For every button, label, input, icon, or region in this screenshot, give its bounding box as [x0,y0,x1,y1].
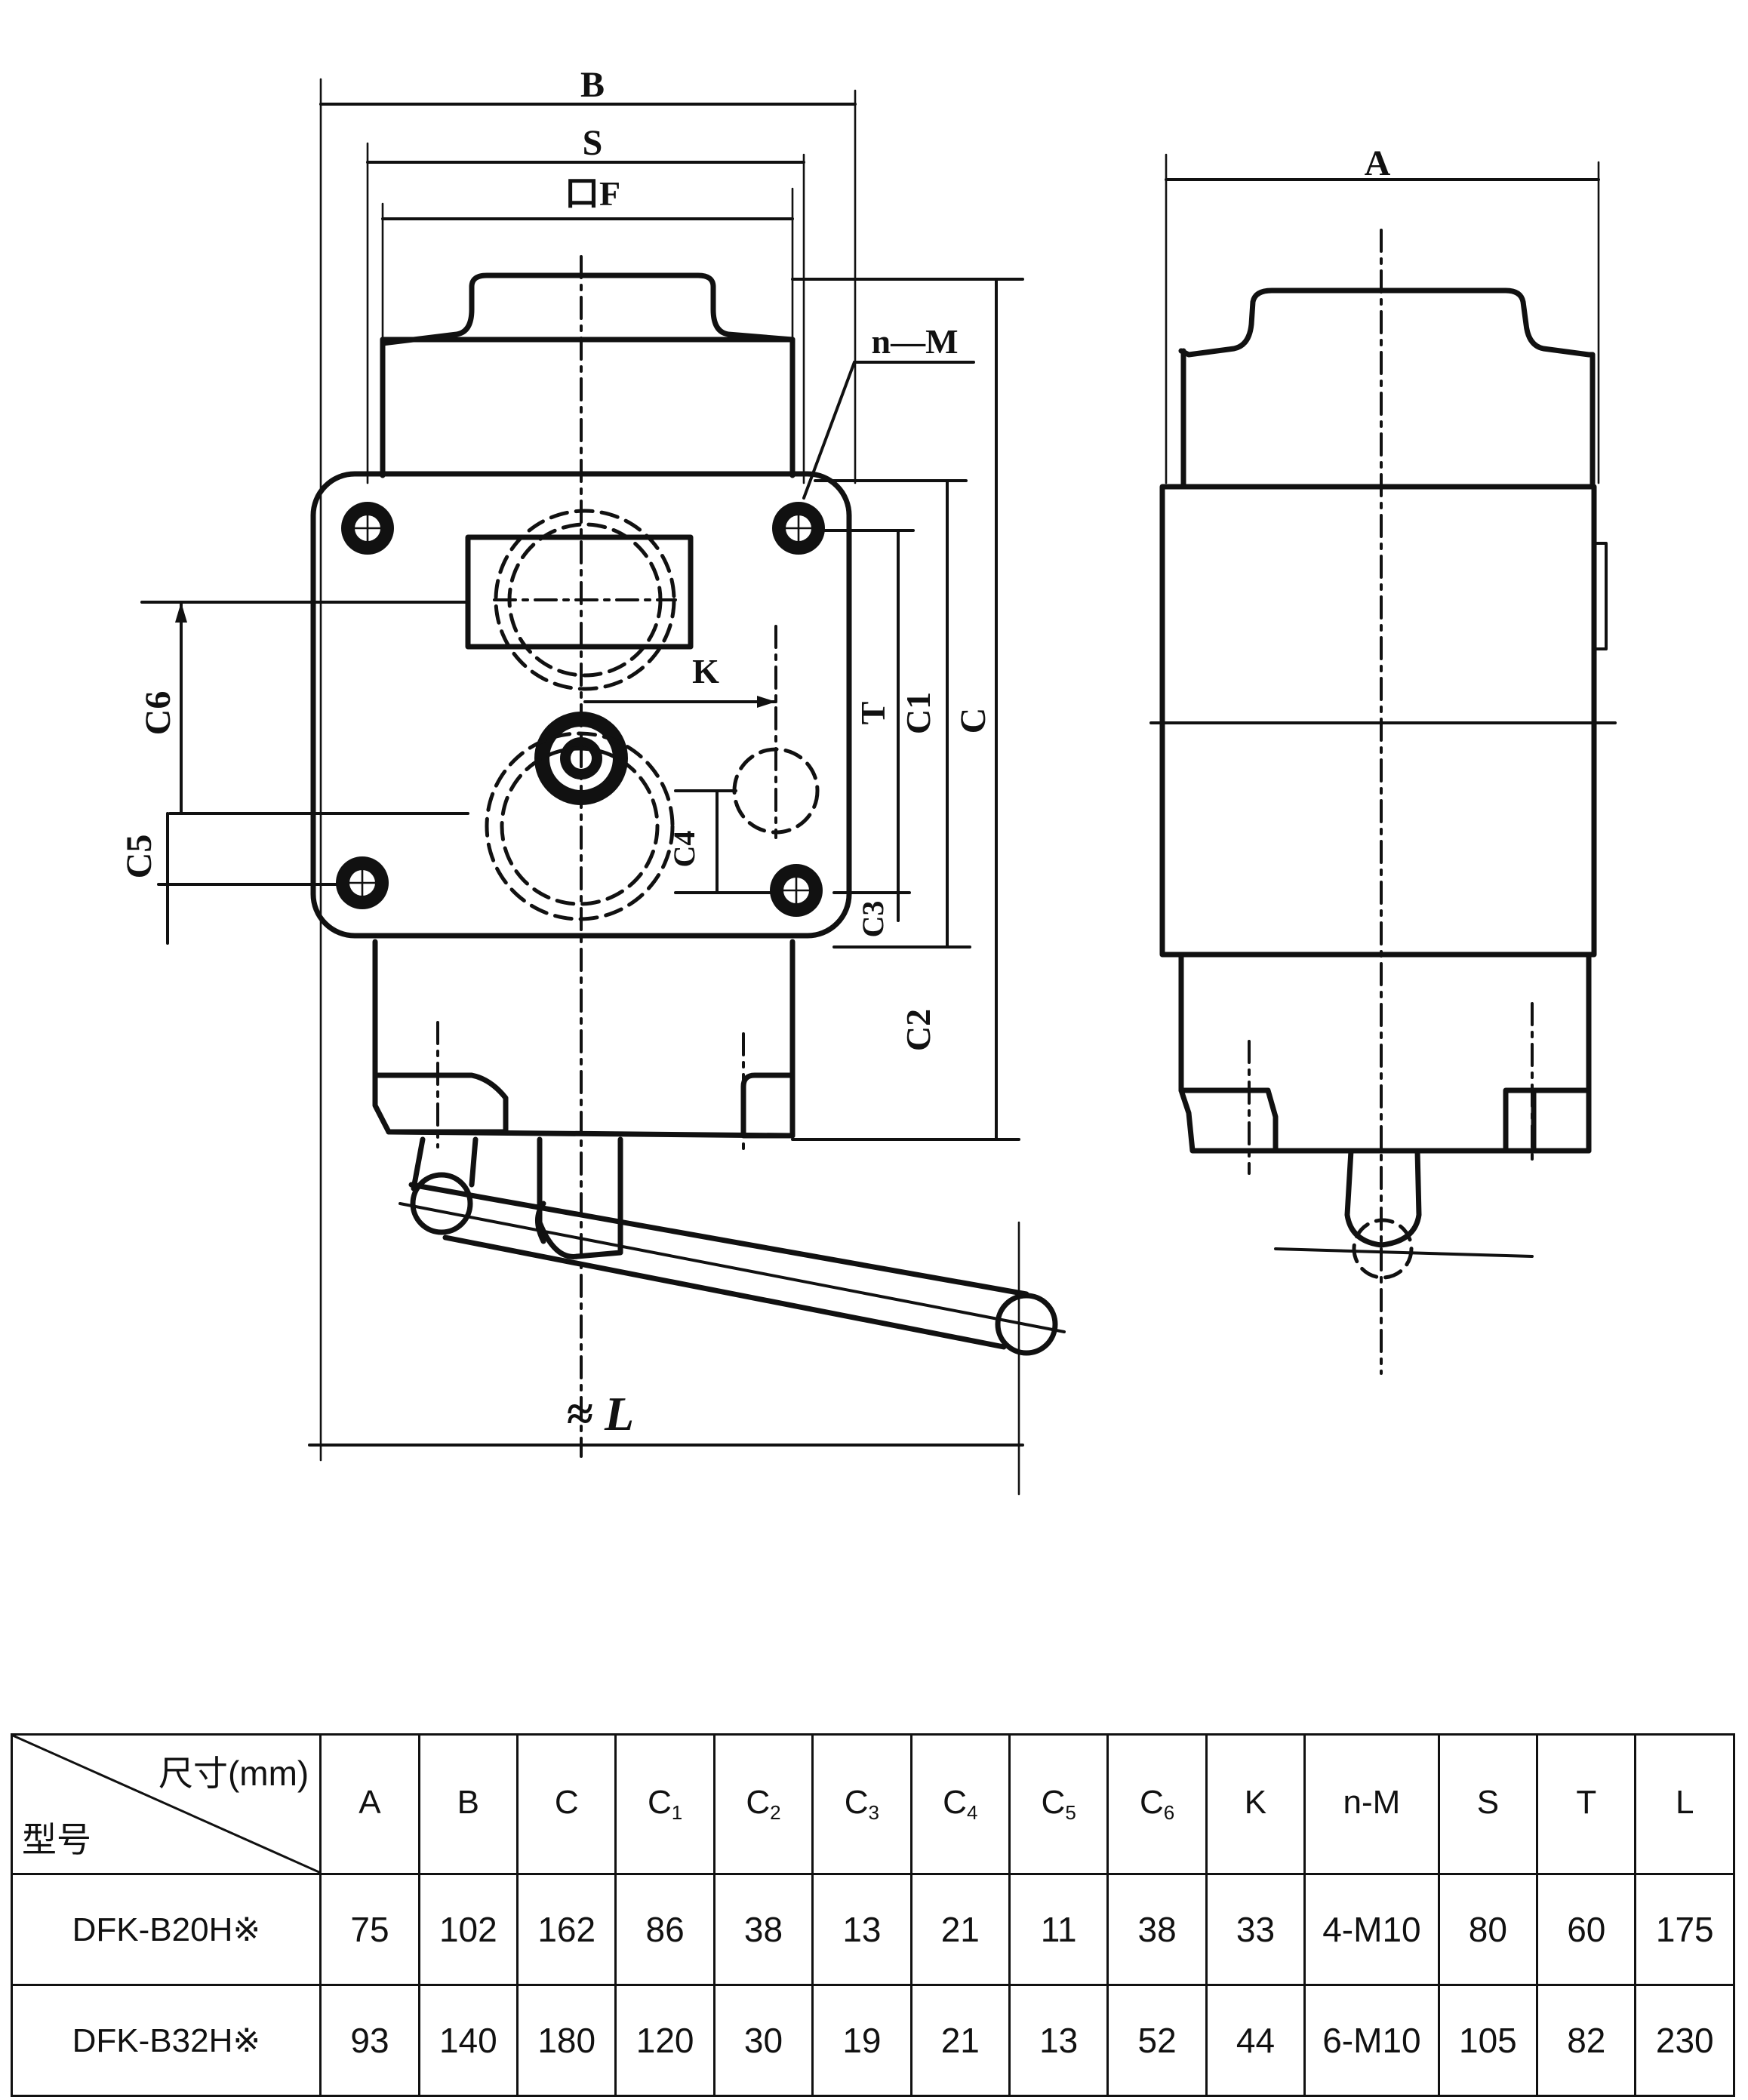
label-c6: C6 [138,691,178,736]
model-cell: DFK-B32H※ [10,1984,322,2097]
corner-diagonal [13,1736,320,1873]
value-cell: 162 [516,1873,617,1986]
table-header-row: 尺寸(mm) 型号 A B C C1 C2 C3 C4 C5 C6 K n-M … [10,1733,1735,1875]
side-view: A [1149,143,1617,1375]
value-cell: 75 [319,1873,420,1986]
value-cell: 120 [614,1984,716,2097]
side-body [1159,484,1597,958]
column-header: T [1536,1733,1637,1875]
value-cell: 175 [1634,1873,1735,1986]
value-cell: 21 [909,1984,1011,2097]
value-cell: 21 [909,1873,1011,1986]
label-a: A [1365,143,1391,183]
value-cell: 80 [1437,1873,1539,1986]
column-header: C5 [1008,1733,1109,1875]
label-c5: C5 [119,835,159,879]
value-cell: 38 [712,1873,814,1986]
bolt-hole-top-left [341,502,394,555]
column-header: C4 [909,1733,1011,1875]
column-header: C6 [1106,1733,1208,1875]
label-k: K [692,652,719,690]
value-cell: 82 [1536,1984,1637,2097]
value-cell: 230 [1634,1984,1735,2097]
column-header: S [1437,1733,1539,1875]
column-header: n-M [1303,1733,1440,1875]
spec-table: 尺寸(mm) 型号 A B C C1 C2 C3 C4 C5 C6 K n-M … [10,1733,1735,2097]
label-c3: C3 [856,901,890,938]
value-cell: 180 [516,1984,617,2097]
value-cell: 86 [614,1873,716,1986]
value-cell: 38 [1106,1873,1208,1986]
value-cell: 11 [1008,1873,1109,1986]
table-row: DFK-B20H※ 75 102 162 86 38 13 21 11 38 3… [10,1873,1735,1986]
value-cell: 105 [1437,1984,1539,2097]
bolt-hole-bottom-right [770,864,823,917]
label-s: S [583,123,603,163]
corner-model-label: 型号 [22,1820,91,1859]
column-header: A [319,1733,420,1875]
label-f: 口F [565,174,620,213]
column-header: C2 [712,1733,814,1875]
value-cell: 102 [417,1873,519,1986]
value-cell: 140 [417,1984,519,2097]
column-header: L [1634,1733,1735,1875]
label-c2: C2 [899,1009,937,1051]
side-top-cap [1178,287,1596,358]
port-window [465,534,694,650]
value-cell: 52 [1106,1984,1208,2097]
value-cell: 93 [319,1984,420,2097]
lever-handle [399,1136,1066,1356]
column-header: B [417,1733,519,1875]
label-b: B [580,65,605,105]
value-cell: 13 [811,1873,912,1986]
value-cell: 30 [712,1984,814,2097]
top-cap-outline [380,272,796,346]
front-view: B S 口F [119,65,1066,1496]
label-l: ≈ L [566,1387,634,1440]
label-t: T [854,702,892,725]
technical-drawing: B S 口F [119,65,1617,1496]
value-cell: 6-M10 [1303,1984,1440,2097]
value-cell: 19 [811,1984,912,2097]
label-n-m: n—M [872,322,959,361]
column-header: C3 [811,1733,912,1875]
value-cell: 60 [1536,1873,1637,1986]
model-cell: DFK-B20H※ [10,1873,322,1986]
side-shaft [1274,1148,1534,1280]
table-row: DFK-B32H※ 93 140 180 120 30 19 21 13 52 … [10,1984,1735,2097]
corner-dim-label: 尺寸(mm) [158,1754,309,1793]
label-c1: C1 [899,692,937,734]
label-c: C [953,708,993,734]
column-header: C [516,1733,617,1875]
table-corner-cell: 尺寸(mm) 型号 [10,1733,322,1875]
column-header: C1 [614,1733,716,1875]
value-cell: 33 [1205,1873,1306,1986]
bolt-hole-bottom-left [336,856,389,909]
leader-n-m [802,361,856,500]
value-cell: 13 [1008,1984,1109,2097]
value-cell: 44 [1205,1984,1306,2097]
column-header: K [1205,1733,1306,1875]
value-cell: 4-M10 [1303,1873,1440,1986]
label-c4: C4 [667,831,701,868]
bolt-hole-top-right [772,502,825,555]
